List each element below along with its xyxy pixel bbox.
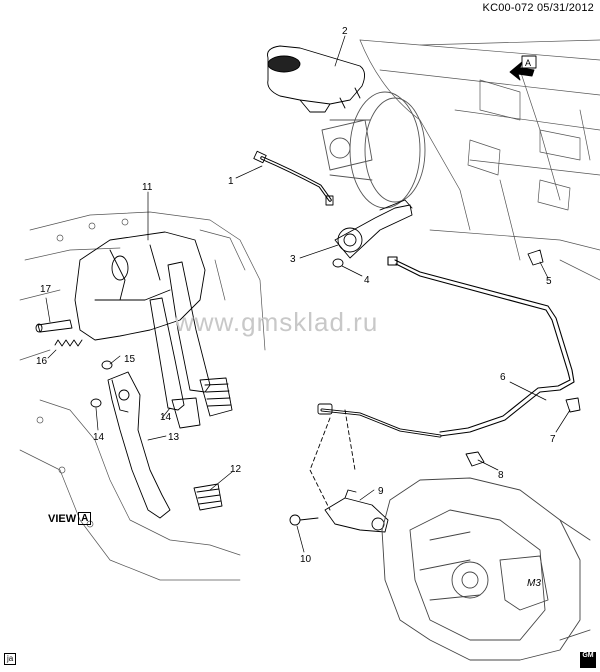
part-8-clip <box>465 451 485 467</box>
part-12-pedal-pad <box>193 483 223 511</box>
part-1-hose <box>253 150 334 206</box>
view-label-text: VIEW <box>48 512 77 525</box>
watermark: www.gmsklad.ru <box>175 307 379 337</box>
callout-10: 10 <box>300 554 312 565</box>
corner-badge: ja <box>4 653 17 665</box>
view-label-letter: A <box>78 512 92 525</box>
callout-12: 12 <box>230 464 242 475</box>
slave-hose <box>317 403 442 438</box>
view-arrow-icon <box>509 55 537 81</box>
brake-booster <box>329 91 426 209</box>
master-cylinder <box>321 119 373 171</box>
firewall-structure <box>359 39 600 281</box>
part-2-reservoir <box>267 45 365 113</box>
part-6-pipe <box>387 256 575 437</box>
part-5-bracket <box>527 249 544 266</box>
callout-13: 13 <box>168 432 180 443</box>
callout-16: 16 <box>36 356 48 367</box>
part-17-pin <box>35 319 73 333</box>
diagram-code: KC00-072 <box>482 2 534 14</box>
callout-11: 11 <box>142 182 153 193</box>
brake-pedal-arm <box>167 261 233 417</box>
callout-14-lower: 14 <box>93 432 105 443</box>
part-15-bushing <box>101 360 113 370</box>
view-arrow-letter: A <box>525 58 531 68</box>
callout-14-upper: 14 <box>160 412 172 423</box>
diagram-date: 05/31/2012 <box>536 2 594 14</box>
part-4-clip <box>332 258 344 268</box>
part-10-bolt <box>289 514 319 526</box>
dash-panel-structure <box>19 211 266 581</box>
part-13-clutch-pedal <box>107 371 171 519</box>
gm-logo: GM <box>580 652 596 668</box>
callout-3: 3 <box>290 254 296 265</box>
callout-9: 9 <box>378 486 384 497</box>
part-3-clutch-master-cylinder <box>334 199 413 259</box>
part-16-spring <box>54 339 83 347</box>
callout-8: 8 <box>498 470 504 481</box>
part-7-clip <box>565 397 581 413</box>
callout-2: 2 <box>342 26 348 37</box>
callout-15: 15 <box>124 354 136 365</box>
callout-1: 1 <box>228 176 234 187</box>
part-14-clip <box>90 398 102 408</box>
callout-6: 6 <box>500 372 506 383</box>
callout-5: 5 <box>546 276 552 287</box>
callout-17: 17 <box>40 284 52 295</box>
callout-4: 4 <box>364 275 370 286</box>
view-label: VIEW A <box>48 512 92 525</box>
callout-7: 7 <box>550 434 556 445</box>
part-11-pedal-bracket <box>74 231 206 341</box>
transmission-label: M3 <box>527 578 541 589</box>
diagram-header: KC00-072 05/31/2012 <box>483 2 594 14</box>
leader-lines <box>45 35 571 553</box>
transmission <box>381 477 591 661</box>
pedal-arm-14 <box>149 297 201 429</box>
